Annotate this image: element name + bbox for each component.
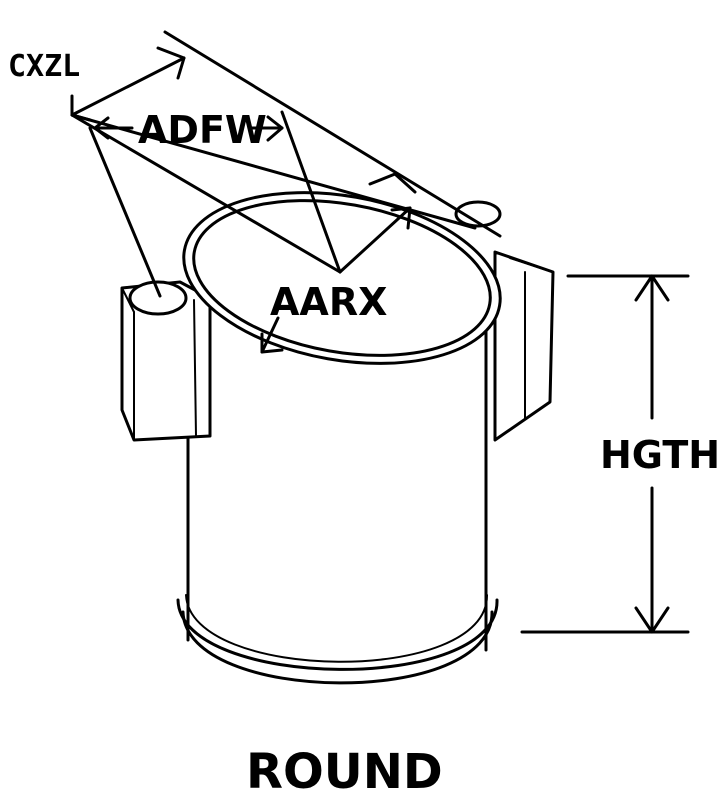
aarx-radius-line <box>338 206 412 274</box>
aarx-label: AARX <box>270 280 387 324</box>
left-bracket-tube <box>128 280 188 316</box>
aarx-dimension: AARX <box>260 206 412 354</box>
aarx-arrowhead-bottom <box>260 332 284 354</box>
aarx-arrowhead-rim <box>390 206 412 230</box>
adfw-dimension: ADFW <box>93 108 284 152</box>
right-bracket-tube <box>454 200 502 228</box>
top-rim-inner <box>192 199 492 357</box>
center-leader-line-1 <box>70 113 342 274</box>
bottom-rim-inner <box>185 594 489 663</box>
extension-line-top <box>163 30 502 238</box>
cxzl-arrowhead-right <box>156 46 186 80</box>
adfw-arrowhead-right <box>266 115 284 142</box>
adfw-label: ADFW <box>138 108 267 152</box>
left-tube-leader-line <box>88 126 162 298</box>
top-spout <box>368 172 417 194</box>
left-bracket-inner-edge <box>193 299 197 437</box>
top-rim <box>182 172 502 365</box>
right-bracket <box>454 200 555 442</box>
hgth-arrowhead-bottom <box>634 606 670 634</box>
hgth-dimension: HGTH <box>520 274 720 634</box>
hgth-label: HGTH <box>600 433 720 477</box>
right-bracket-top-edge <box>509 257 554 273</box>
left-bracket-top-edge <box>121 287 135 313</box>
center-leader-line-2 <box>280 110 342 274</box>
top-rim-outer <box>182 191 502 365</box>
cxzl-dimension-line <box>70 56 186 117</box>
hgth-arrowhead-top <box>634 274 670 302</box>
cxzl-label: CXZL <box>8 49 80 84</box>
bottom-rim-mid <box>181 610 494 685</box>
diagram-caption: ROUND <box>246 744 443 800</box>
aarx-leader-line <box>260 316 280 354</box>
left-bracket-box <box>120 280 212 442</box>
bottom-rim-outer <box>176 598 499 671</box>
left-bracket <box>120 280 212 442</box>
